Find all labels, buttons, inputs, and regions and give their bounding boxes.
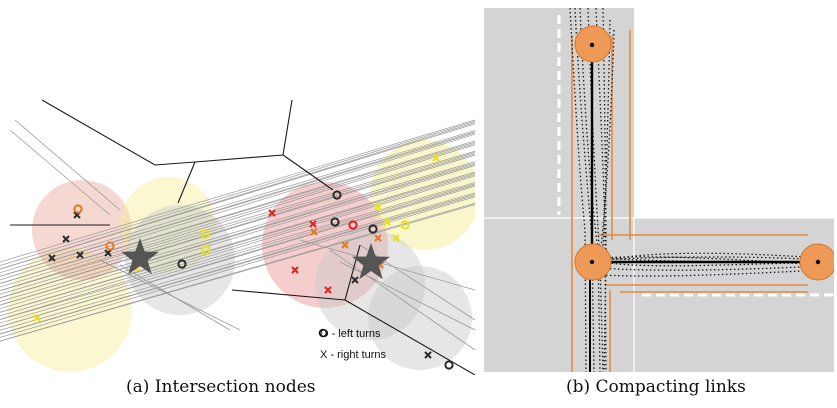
turn-markers: [33, 154, 454, 370]
left-turn-marker: [332, 190, 342, 200]
buffer-circle-gray: [368, 266, 472, 370]
voronoi-boundaries: [10, 99, 475, 375]
right-turn-marker: [383, 218, 391, 226]
left-turn-marker: [105, 241, 115, 251]
right-turn-marker: [104, 249, 112, 257]
right-turn-marker: [374, 234, 382, 242]
left-turn-marker: [200, 229, 210, 239]
intersection-node-star: [121, 238, 159, 275]
panel-b-compacting-links: [484, 8, 834, 372]
left-turn-marker: [400, 220, 410, 230]
right-turn-marker: [62, 235, 70, 243]
buffer-circle-red: [262, 182, 388, 308]
buffer-circle-gray: [315, 230, 425, 340]
right-turn-marker: [341, 241, 349, 249]
buffer-boundaries: [571, 30, 808, 372]
left-turn-marker: [368, 224, 378, 234]
panel-a-intersection-nodes: O - left turns X - right turns: [0, 99, 475, 375]
left-turn-legend-icon: [318, 328, 328, 338]
right-turn-marker: [48, 254, 56, 262]
right-turn-marker: [432, 154, 440, 162]
right-turn-marker: [324, 286, 332, 294]
left-turn-marker: [444, 360, 454, 370]
right-turn-marker: [268, 209, 276, 217]
caption-panel-a: (a) Intersection nodes: [126, 377, 316, 397]
left-turn-marker: [201, 245, 211, 255]
left-turn-marker: [177, 259, 187, 269]
caption-panel-b: (b) Compacting links: [566, 377, 746, 397]
left-turn-marker: [348, 220, 358, 230]
right-turn-marker: [374, 203, 382, 211]
right-turn-marker: [351, 276, 359, 284]
right-turn-marker: [76, 251, 84, 259]
compacted-links: [589, 45, 818, 372]
legend-right-turns: X - right turns: [320, 349, 387, 361]
trajectory-lines: [0, 119, 475, 342]
node-centers: [589, 42, 821, 265]
right-turn-marker: [424, 351, 432, 359]
right-turn-marker: [33, 314, 41, 322]
turn-legend: O - left turns X - right turns: [318, 328, 387, 361]
left-turn-marker: [73, 204, 83, 214]
right-turn-marker: [310, 228, 318, 236]
right-turn-marker: [392, 234, 400, 242]
intersection-node-stars: [121, 238, 390, 280]
right-turn-marker: [309, 220, 317, 228]
left-turn-marker: [330, 217, 340, 227]
intersection-node-star: [352, 243, 390, 280]
right-turn-marker: [291, 266, 299, 274]
legend-left-turns: O - left turns: [320, 328, 381, 340]
